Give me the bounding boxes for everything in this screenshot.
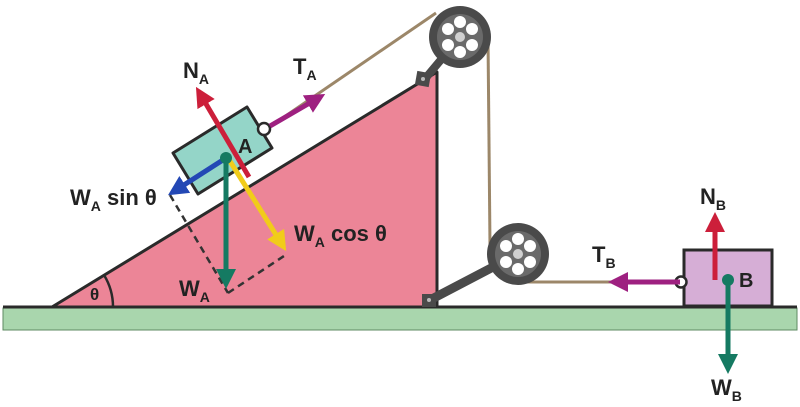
block-a-center-point xyxy=(220,152,232,164)
normal-force-b-label: NB xyxy=(700,184,726,213)
weight-a-label: WA xyxy=(179,276,210,305)
top-pulley xyxy=(414,6,491,88)
ground-strip xyxy=(2,307,798,331)
weight-b-label: WB xyxy=(711,375,742,404)
rope-between-pulleys xyxy=(486,37,492,247)
weight-a-cos-label: WA cos θ xyxy=(294,221,387,250)
angle-arc xyxy=(102,274,115,308)
weight-a-sin-label: WA sin θ xyxy=(70,185,157,214)
angle-label: θ xyxy=(90,285,99,304)
tension-a-label: TA xyxy=(293,54,317,83)
bottom-pulley xyxy=(422,223,549,307)
tension-b-label: TB xyxy=(592,242,616,271)
weight-a-sin-arrow xyxy=(167,155,228,196)
component-dash-left xyxy=(168,194,230,294)
block-b-center-point xyxy=(722,274,734,286)
tension-a-arrow xyxy=(268,93,326,129)
block-a-label: A xyxy=(238,136,252,158)
normal-force-a-label: NA xyxy=(183,58,209,87)
block-b-label: B xyxy=(739,270,753,292)
weight-a-cos-arrow xyxy=(225,156,287,252)
normal-force-a-arrow xyxy=(195,86,252,179)
